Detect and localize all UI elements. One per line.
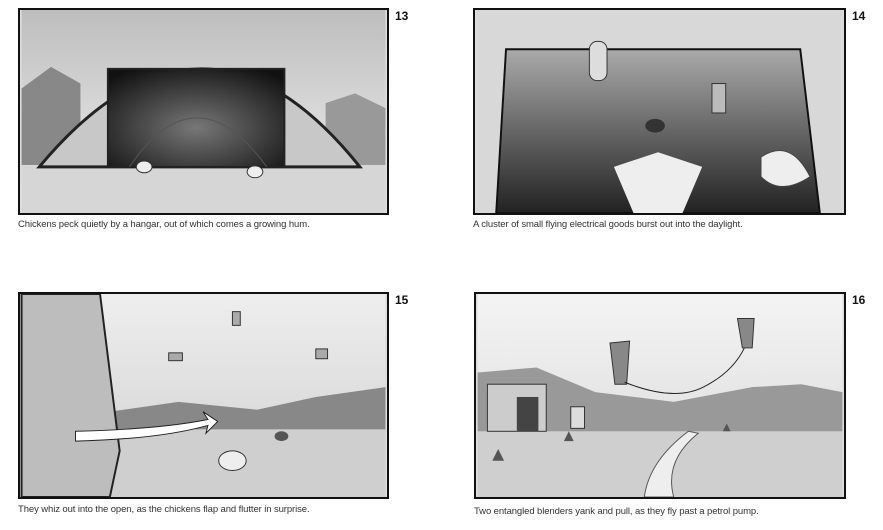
panel-caption-13: Chickens peck quietly by a hangar, out o… [18,219,310,230]
panel-number-14: 14 [852,9,866,23]
chickens-flutter-sketch [20,294,386,497]
panel-caption-16: Two entangled blenders yank and pull, as… [474,506,759,517]
hangar-interior-sketch [476,10,843,213]
panel-number-13: 13 [395,9,409,23]
storyboard-panel-13 [18,8,389,215]
blenders-petrol-pump-sketch [477,294,843,497]
storyboard-panel-15 [18,292,389,499]
hangar-sketch [21,10,386,213]
storyboard-panel-16 [474,292,846,499]
storyboard-panel-14 [473,8,846,215]
panel-caption-14: A cluster of small flying electrical goo… [473,219,743,230]
panel-number-15: 15 [395,293,409,307]
panel-caption-15: They whiz out into the open, as the chic… [18,504,310,515]
panel-number-16: 16 [852,293,866,307]
